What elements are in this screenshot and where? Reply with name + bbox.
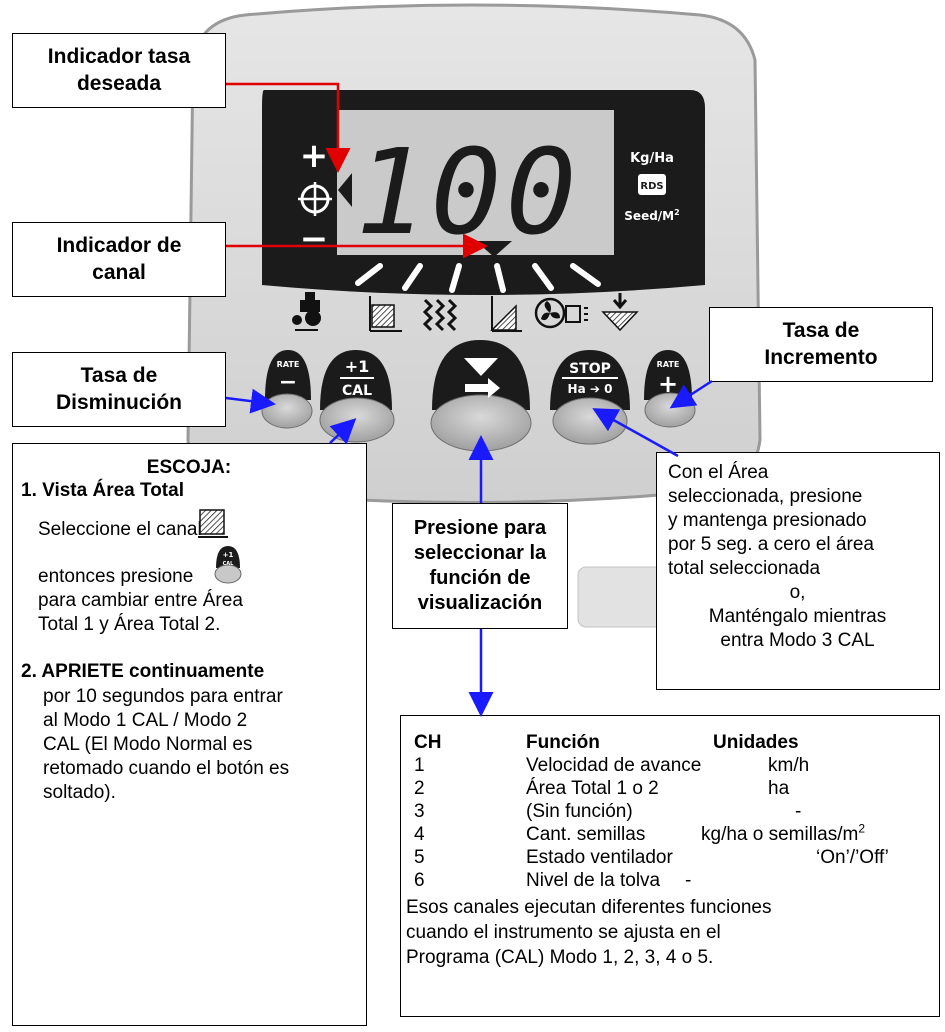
channel-table-box: CH Función Unidades 1 Velocidad de avanc… — [400, 715, 940, 1017]
plus-sign: + — [300, 136, 329, 176]
total-area-icon — [198, 509, 228, 538]
stop-note-line: por 5 seg. a cero el área — [668, 534, 874, 555]
unit-seed-m2: Seed/M2 — [624, 208, 679, 223]
col-header-ch: CH — [414, 732, 442, 753]
rds-logo — [638, 174, 666, 195]
cell-ch: 2 — [414, 778, 425, 799]
svg-text:Ha ➔ 0: Ha ➔ 0 — [568, 382, 613, 396]
cell-unit: km/h — [768, 755, 810, 776]
lcd-screen — [337, 110, 614, 255]
svg-text:−: − — [279, 370, 297, 395]
cell-ch: 6 — [414, 870, 425, 891]
cell-ch: 4 — [414, 824, 425, 845]
svg-text:STOP: STOP — [569, 361, 611, 377]
item2-title: 2. APRIETE continuamente — [21, 661, 265, 682]
cell-function: Nivel de la tolva — [526, 870, 661, 891]
item1-line2: entonces presione — [38, 566, 194, 587]
target-rate-marker — [338, 173, 352, 207]
part-area-icon — [490, 296, 522, 332]
item1-line3: para cambiar entre Área — [38, 590, 243, 611]
select-function-button[interactable] — [430, 340, 532, 452]
total-area-icon — [369, 296, 402, 332]
cell-unit: ha — [768, 778, 790, 799]
stop-reset-button[interactable]: STOP Ha ➔ 0 — [550, 350, 630, 445]
cell-unit: ‘On’/’Off’ — [816, 847, 889, 868]
cell-unit: - — [685, 870, 692, 891]
fan-icon — [534, 297, 588, 329]
cell-function: (Sin función) — [526, 801, 633, 822]
right-arrow-icon — [465, 378, 500, 398]
item2-line: al Modo 1 CAL / Modo 2 — [43, 710, 248, 731]
cell-ch: 5 — [414, 847, 425, 868]
seed-rows-icon — [422, 298, 458, 332]
svg-text:CAL: CAL — [223, 561, 235, 567]
cell-function: Área Total 1 o 2 — [526, 778, 659, 799]
tractor-icon — [292, 292, 321, 331]
cell-function: Cant. semillas — [526, 824, 646, 845]
item2-line: CAL (El Modo Normal es — [43, 734, 253, 755]
col-header-units: Unidades — [713, 732, 799, 753]
down-arrow-icon — [464, 358, 498, 376]
item1-title: 1. Vista Área Total — [21, 480, 184, 501]
svg-text:+1: +1 — [345, 357, 370, 376]
cell-unit: kg/ha o semillas/m2 — [701, 821, 866, 845]
unit-kg-ha: Kg/Ha — [630, 151, 674, 166]
stop-note-line: seleccionada, presione — [668, 486, 863, 507]
cell-ch: 1 — [414, 755, 425, 776]
stop-note-line: total seleccionada — [668, 558, 821, 579]
svg-text:CAL: CAL — [342, 383, 372, 399]
table-footer-line: cuando el instrumento se ajusta en el — [406, 922, 721, 943]
cal-button-icon: +1 CAL — [214, 546, 242, 584]
item2-line: por 10 segundos para entrar — [43, 686, 283, 707]
minus-sign: − — [300, 219, 329, 259]
item1-line4: Total 1 y Área Total 2. — [38, 614, 221, 635]
stop-note-line: entra Modo 3 CAL — [720, 630, 875, 651]
cell-function: Estado ventilador — [526, 847, 673, 868]
item2-line: soltado). — [43, 782, 116, 803]
item1-line1: Seleccione el canal — [38, 519, 202, 540]
svg-text:RDS: RDS — [640, 181, 663, 192]
svg-text:RATE: RATE — [277, 360, 300, 369]
stop-note-box: Con el Área seleccionada, presione y man… — [656, 452, 940, 690]
stop-note-line: Con el Área — [668, 462, 769, 483]
stop-note-or: o, — [789, 582, 806, 603]
choose-box: ESCOJA: 1. Vista Área Total Seleccione e… — [12, 443, 367, 1026]
table-footer-line: Programa (CAL) Modo 1, 2, 3, 4 o 5. — [406, 947, 714, 968]
cell-function: Velocidad de avance — [526, 755, 702, 776]
choose-title: ESCOJA: — [146, 457, 232, 478]
table-footer-line: Esos canales ejecutan diferentes funcion… — [406, 897, 772, 918]
lcd-reading: 100 — [355, 123, 580, 261]
col-header-function: Función — [526, 732, 600, 753]
cell-ch: 3 — [414, 801, 425, 822]
item2-line: retomado cuando el botón es — [43, 758, 290, 779]
channel-ticks — [355, 263, 601, 293]
hopper-level-icon — [601, 293, 639, 332]
svg-text:+1: +1 — [223, 551, 234, 559]
stop-note-line: Manténgalo mientras — [708, 606, 887, 627]
svg-text:+: + — [658, 370, 678, 398]
cell-unit: - — [795, 801, 802, 822]
stop-note-line: y mantenga presionado — [668, 510, 867, 531]
svg-text:RATE: RATE — [657, 360, 680, 369]
